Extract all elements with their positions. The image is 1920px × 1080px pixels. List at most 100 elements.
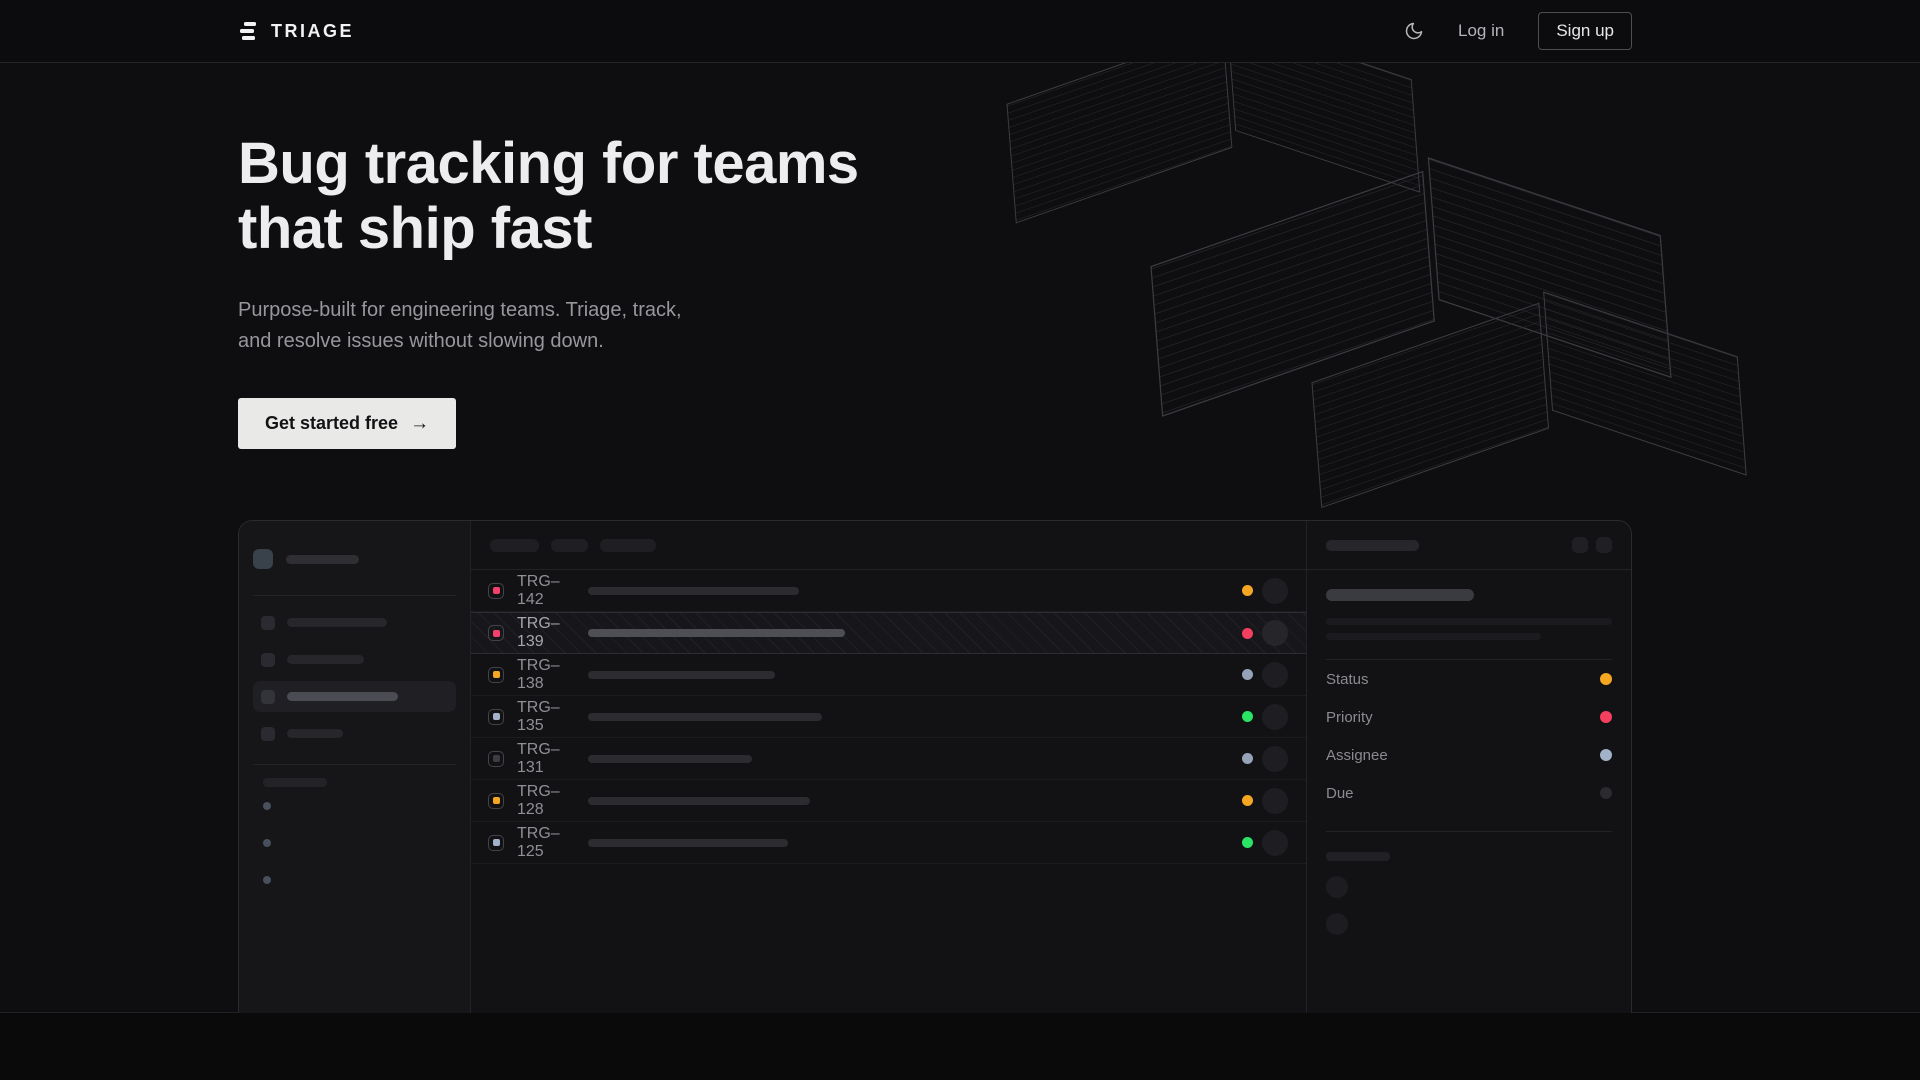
panel-action-button-placeholder — [1596, 537, 1612, 553]
project-row — [253, 824, 456, 861]
issue-type-icon — [488, 793, 504, 809]
issue-title-placeholder — [588, 587, 799, 595]
skeleton-bar — [286, 555, 359, 564]
status-dot — [1242, 585, 1253, 596]
skeleton-bar — [1326, 540, 1419, 551]
detail-field-row: Status — [1326, 660, 1612, 698]
issue-list-header — [471, 521, 1306, 570]
arrow-right-icon: → — [410, 413, 429, 435]
nav-icon-placeholder — [261, 727, 275, 741]
issue-title-placeholder — [588, 629, 845, 637]
detail-panel-header — [1307, 521, 1631, 570]
headline-line-2: that ship fast — [238, 196, 592, 261]
get-started-button[interactable]: Get started free → — [238, 398, 456, 449]
field-label: Due — [1326, 785, 1600, 802]
divider — [253, 764, 456, 765]
assignee-avatar-placeholder — [1262, 620, 1288, 646]
issue-id: TRG–131 — [517, 741, 575, 777]
cta-label: Get started free — [265, 413, 398, 434]
top-navigation: TRIAGE Log in Sign up — [0, 0, 1920, 63]
issue-row: TRG–142 — [471, 570, 1306, 612]
theme-toggle-button[interactable] — [1404, 21, 1424, 41]
issue-type-icon — [488, 583, 504, 599]
skeleton-bar — [551, 539, 588, 552]
login-link[interactable]: Log in — [1458, 21, 1504, 41]
mockup-issue-list: TRG–142 TRG–139 — [471, 521, 1306, 1013]
issue-row: TRG–135 — [471, 696, 1306, 738]
issue-title-placeholder — [588, 755, 752, 763]
assignee-avatar-placeholder — [1262, 704, 1288, 730]
brand-logo[interactable]: TRIAGE — [238, 20, 354, 42]
hero-section: Bug tracking for teamsthat ship fast Pur… — [0, 63, 1920, 1013]
mockup-nav-item — [253, 604, 456, 641]
field-value-dot — [1600, 711, 1612, 723]
brand-name: TRIAGE — [271, 21, 354, 42]
assignee-avatar-placeholder — [1262, 830, 1288, 856]
issue-id: TRG–128 — [517, 783, 575, 819]
issue-title-placeholder — [588, 797, 810, 805]
field-value-dot — [1600, 749, 1612, 761]
skeleton-bar — [600, 539, 656, 552]
detail-field-row: Assignee — [1326, 736, 1612, 774]
divider — [253, 595, 456, 596]
skeleton-bar — [490, 539, 539, 552]
status-dot — [1242, 837, 1253, 848]
mockup-nav-item — [253, 715, 456, 752]
project-dot — [263, 802, 271, 810]
mockup-nav-items — [253, 604, 456, 752]
status-dot — [1242, 753, 1253, 764]
issue-type-icon — [488, 625, 504, 641]
status-dot — [1242, 711, 1253, 722]
field-label: Priority — [1326, 709, 1600, 726]
project-row — [253, 787, 456, 824]
nav-actions: Log in Sign up — [1404, 12, 1632, 50]
activity-label-placeholder — [1326, 852, 1390, 861]
issue-row: TRG–125 — [471, 822, 1306, 864]
issue-rows: TRG–142 TRG–139 — [471, 570, 1306, 864]
mockup-detail-panel: Status Priority Assignee — [1306, 521, 1631, 1013]
issue-row: TRG–139 — [471, 612, 1306, 654]
mockup-nav-item-active — [253, 681, 456, 712]
headline-line-1: Bug tracking for teams — [238, 131, 859, 196]
status-dot — [1242, 669, 1253, 680]
issue-type-icon — [488, 667, 504, 683]
detail-field-row: Due — [1326, 774, 1612, 812]
status-dot — [1242, 795, 1253, 806]
hero-headline: Bug tracking for teamsthat ship fast — [238, 132, 859, 262]
issue-id: TRG–135 — [517, 699, 575, 735]
detail-panel-body: Status Priority Assignee — [1307, 570, 1631, 954]
mockup-sidebar — [239, 521, 471, 1013]
issue-id: TRG–138 — [517, 657, 575, 693]
issue-id: TRG–139 — [517, 615, 575, 651]
nav-icon-placeholder — [261, 616, 275, 630]
moon-icon — [1404, 21, 1424, 41]
issue-id: TRG–125 — [517, 825, 575, 861]
hero-subtitle: Purpose-built for engineering teams. Tri… — [238, 295, 718, 357]
field-value-dot — [1600, 673, 1612, 685]
issue-title-placeholder — [1326, 589, 1474, 601]
section-label-placeholder — [263, 778, 327, 787]
comment-avatar-placeholder — [1326, 913, 1348, 935]
issue-title-placeholder — [588, 671, 775, 679]
footer — [0, 1013, 1920, 1080]
issue-type-icon — [488, 835, 504, 851]
description-line-placeholder — [1326, 633, 1541, 640]
signup-button[interactable]: Sign up — [1538, 12, 1632, 50]
skeleton-bar — [287, 655, 364, 664]
field-value-dot — [1600, 787, 1612, 799]
status-dot — [1242, 628, 1253, 639]
skeleton-bar — [287, 618, 387, 627]
assignee-avatar-placeholder — [1262, 746, 1288, 772]
issue-type-icon — [488, 709, 504, 725]
issue-type-icon — [488, 751, 504, 767]
mockup-workspace-row — [253, 549, 456, 569]
project-row — [253, 861, 456, 898]
divider — [1326, 831, 1612, 832]
nav-icon-placeholder — [261, 653, 275, 667]
project-dot — [263, 839, 271, 847]
project-dot — [263, 876, 271, 884]
nav-icon-placeholder — [261, 690, 275, 704]
issue-row: TRG–138 — [471, 654, 1306, 696]
skeleton-bar — [287, 692, 398, 701]
field-label: Status — [1326, 671, 1600, 688]
